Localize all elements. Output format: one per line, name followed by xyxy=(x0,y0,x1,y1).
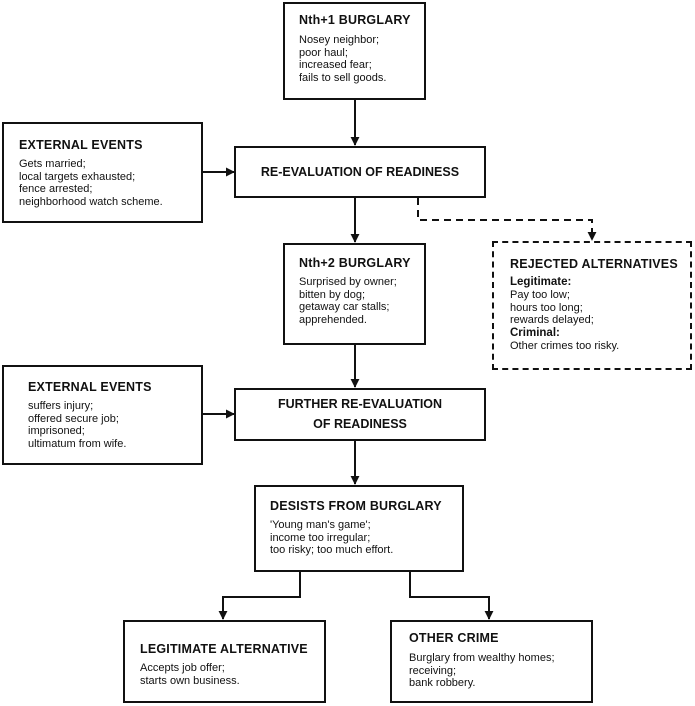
external-events-2-title: EXTERNAL EVENTS xyxy=(28,380,152,394)
desists-box: DESISTS FROM BURGLARY 'Young man's game'… xyxy=(254,485,464,572)
nth2-burglary-body: Surprised by owner; bitten by dog; getaw… xyxy=(299,276,397,326)
nth1-burglary-title: Nth+1 BURGLARY xyxy=(299,13,411,27)
nth1-burglary-box: Nth+1 BURGLARY Nosey neighbor; poor haul… xyxy=(283,2,426,100)
external-events-1-box: EXTERNAL EVENTS Gets married; local targ… xyxy=(2,122,203,223)
rejected-criminal-label: Criminal: xyxy=(510,326,560,339)
external-events-1-title: EXTERNAL EVENTS xyxy=(19,138,143,152)
arrow-desists-to-other-crime xyxy=(409,572,494,620)
rejected-alternatives-title: REJECTED ALTERNATIVES xyxy=(510,257,678,271)
desists-body: 'Young man's game'; income too irregular… xyxy=(270,519,394,556)
nth1-burglary-body: Nosey neighbor; poor haul; increased fea… xyxy=(299,34,387,84)
arrow-reevaluation-to-rejected xyxy=(417,198,597,241)
desists-title: DESISTS FROM BURGLARY xyxy=(270,499,442,513)
rejected-legitimate-body: Pay too low; hours too long; rewards del… xyxy=(510,289,594,326)
legitimate-alternative-title: LEGITIMATE ALTERNATIVE xyxy=(140,642,308,656)
other-crime-title: OTHER CRIME xyxy=(409,631,499,645)
arrow-desists-to-legitimate xyxy=(218,572,301,620)
nth2-burglary-box: Nth+2 BURGLARY Surprised by owner; bitte… xyxy=(283,243,426,345)
further-reevaluation-box: FURTHER RE-EVALUATION OF READINESS xyxy=(234,388,486,441)
legitimate-alternative-body: Accepts job offer; starts own business. xyxy=(140,662,240,687)
nth2-burglary-title: Nth+2 BURGLARY xyxy=(299,256,411,270)
other-crime-box: OTHER CRIME Burglary from wealthy homes;… xyxy=(390,620,593,703)
external-events-2-body: suffers injury; offered secure job; impr… xyxy=(28,400,127,450)
external-events-1-body: Gets married; local targets exhausted; f… xyxy=(19,158,163,208)
rejected-criminal-body: Other crimes too risky. xyxy=(510,339,620,352)
reevaluation-box: RE-EVALUATION OF READINESS xyxy=(234,146,486,198)
legitimate-alternative-box: LEGITIMATE ALTERNATIVE Accepts job offer… xyxy=(123,620,326,703)
reevaluation-title: RE-EVALUATION OF READINESS xyxy=(260,165,460,179)
other-crime-body: Burglary from wealthy homes; receiving; … xyxy=(409,652,555,689)
further-reevaluation-title-line1: FURTHER RE-EVALUATION xyxy=(277,397,443,411)
further-reevaluation-title-line2: OF READINESS xyxy=(313,417,407,431)
rejected-alternatives-box: REJECTED ALTERNATIVES Legitimate: Pay to… xyxy=(492,241,692,370)
external-events-2-box: EXTERNAL EVENTS suffers injury; offered … xyxy=(2,365,203,465)
rejected-legitimate-label: Legitimate: xyxy=(510,276,572,288)
